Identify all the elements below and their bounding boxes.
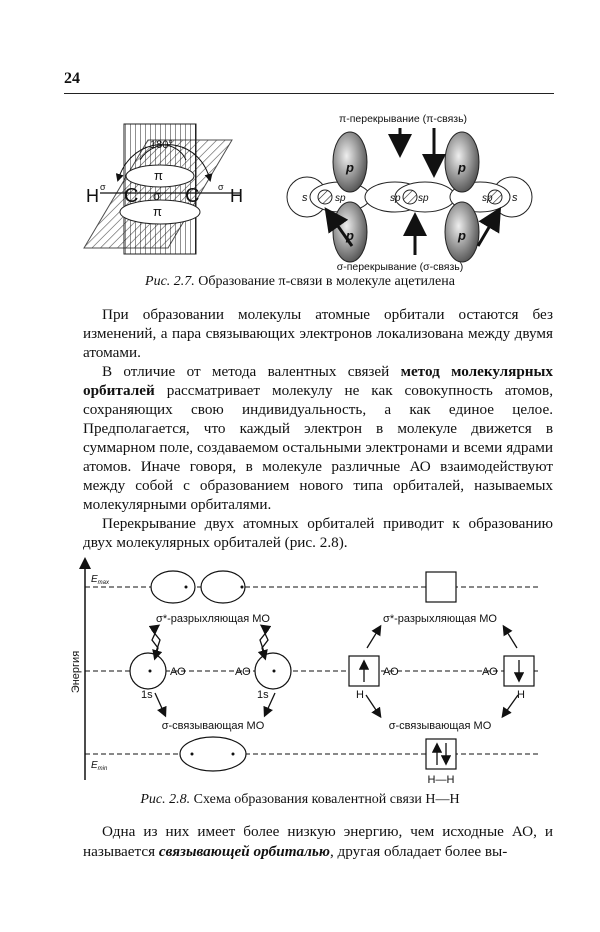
p-label-4: p (457, 228, 466, 243)
sp-label-3: sp (418, 193, 429, 204)
antibonding-label-right: σ*-разрыхляющая МО (383, 613, 497, 625)
page-number: 24 (64, 70, 80, 87)
bonding-label-left: σ-связывающая МО (162, 720, 265, 732)
ao-label-2: АО (235, 666, 251, 678)
body-text: При образовании молекулы атомные орбитал… (83, 305, 553, 552)
final-text-end: , другая обладает более вы- (329, 843, 508, 860)
p-label-1: p (345, 160, 354, 175)
sigma-label-left: σ (100, 182, 106, 192)
sigma-overlap-label: σ-перекрывание (σ-связь) (337, 261, 464, 273)
caption-prefix: Рис. 2.8. (140, 792, 191, 807)
sp-label-4: sp (482, 193, 493, 204)
pi-label-top: π (154, 168, 163, 183)
sp-label-2: sp (390, 193, 401, 204)
sigma-label-center: σ (153, 189, 161, 203)
energy-axis-label: Энергия (70, 651, 82, 693)
p-label-2: p (345, 228, 354, 243)
e-min-label: Emin (91, 760, 108, 772)
paragraph-2: В отличие от метода валентных связей мет… (83, 362, 553, 514)
angle-label: 180° (150, 139, 173, 151)
s-label-left: s (302, 192, 308, 204)
caption-text: Образование π-связи в молекуле ацетилена (198, 274, 455, 289)
ao-label-1: АО (170, 666, 186, 678)
figure-2-8-caption: Рис. 2.8. Схема образования ковалентной … (0, 792, 600, 808)
paragraph-2-start: В отличие от метода валентных связей (102, 363, 401, 380)
sigma-label-right: σ (218, 182, 224, 192)
carbon-left: C (124, 185, 138, 207)
pi-cloud-top (125, 164, 195, 188)
pi-overlap-label: π-перекрывание (π-связь) (339, 113, 467, 125)
paragraph-1: При образовании молекулы атомные орбитал… (83, 306, 553, 361)
paragraph-2-rest: рассматривает молекулу не как совокупнос… (83, 382, 553, 513)
carbon-right: C (185, 185, 199, 207)
ao-label-4: АО (482, 666, 498, 678)
caption-prefix: Рис. 2.7. (145, 274, 195, 289)
hh-label: H—H (428, 774, 455, 786)
paragraph-4: Одна из них имеет более низкую энергию, … (83, 822, 553, 862)
header-rule (64, 93, 554, 94)
pi-label-bottom: π (153, 204, 162, 219)
pi-cloud-bottom (119, 199, 201, 225)
figure-2-7-caption: Рис. 2.7. Образование π-связи в молекуле… (0, 274, 600, 290)
bonding-label-right: σ-связывающая МО (389, 720, 492, 732)
caption-text: Схема образования ковалентной связи H—H (193, 792, 460, 807)
final-paragraph: Одна из них имеет более низкую энергию, … (83, 822, 553, 862)
s-label-right: s (512, 192, 518, 204)
hydrogen-right: H (230, 186, 243, 206)
horizontal-plane (83, 139, 233, 249)
ao-label-3: АО (383, 666, 399, 678)
h-label-left: H (356, 689, 364, 701)
hydrogen-left: H (86, 186, 99, 206)
1s-label-right: 1s (257, 689, 269, 701)
term-mo-method: метод молекулярных орбиталей (83, 363, 554, 399)
term-bonding-orbital: связывающей орбиталью (158, 843, 330, 860)
antibonding-label-left: σ*-разрыхляющая МО (156, 613, 270, 625)
final-text-start: Одна из них имеет более низкую энергию, … (83, 823, 553, 860)
p-label-3: p (457, 160, 466, 175)
e-max-label: Emax (91, 574, 110, 586)
1s-label-left: 1s (141, 689, 153, 701)
sp-label-1: sp (335, 193, 346, 204)
h-label-right: H (517, 689, 525, 701)
paragraph-3: Перекрывание двух атомных орбиталей прив… (83, 515, 553, 551)
